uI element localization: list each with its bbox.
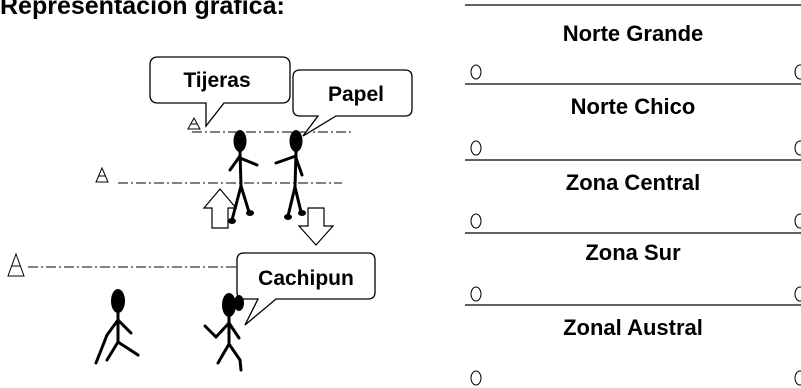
stick-figure-tijeras-player [228,130,259,224]
cone-marker-top [187,116,201,130]
zone-marker-left-2 [470,140,482,156]
zone-marker-left-4 [470,286,482,302]
zone-marker-right-2 [794,140,801,156]
bubble-label-papel: Papel [328,83,384,106]
zone-marker-left-1 [470,64,482,80]
arrow-down-icon [297,207,335,246]
cone-marker-bottom [7,252,25,277]
page-heading: Representación gráfica: [0,0,285,20]
zone-marker-right-1 [794,64,801,80]
stick-figure-waiting-2 [203,293,244,372]
speech-bubble-papel: Papel [292,69,413,137]
bubble-label-tijeras: Tijeras [183,69,250,92]
stick-figure-papel-player [274,130,306,220]
zone-label-norte-chico: Norte Chico [571,94,696,119]
zone-label-zonal-austral: Zonal Austral [563,315,703,340]
zone-label-zona-central: Zona Central [566,170,700,195]
cone-marker-middle [95,166,109,183]
zone-label-norte-grande: Norte Grande [563,21,704,46]
zone-marker-right-5 [794,370,801,386]
speech-bubble-tijeras: Tijeras [149,56,291,128]
bubble-label-cachipun: Cachipun [258,267,354,290]
arrow-up-icon [202,188,238,229]
speech-bubble-cachipun: Cachipun [236,252,376,326]
zone-list: Norte Grande Norte Chico Zona Central Zo… [465,4,801,386]
game-scene: Tijeras Papel [7,56,413,372]
zone-marker-left-5 [470,370,482,386]
zone-marker-right-4 [794,286,801,302]
zone-label-zona-sur: Zona Sur [585,240,681,265]
stick-figure-waiting-1 [94,289,140,365]
zone-marker-left-3 [470,213,482,229]
zone-marker-right-3 [794,213,801,229]
